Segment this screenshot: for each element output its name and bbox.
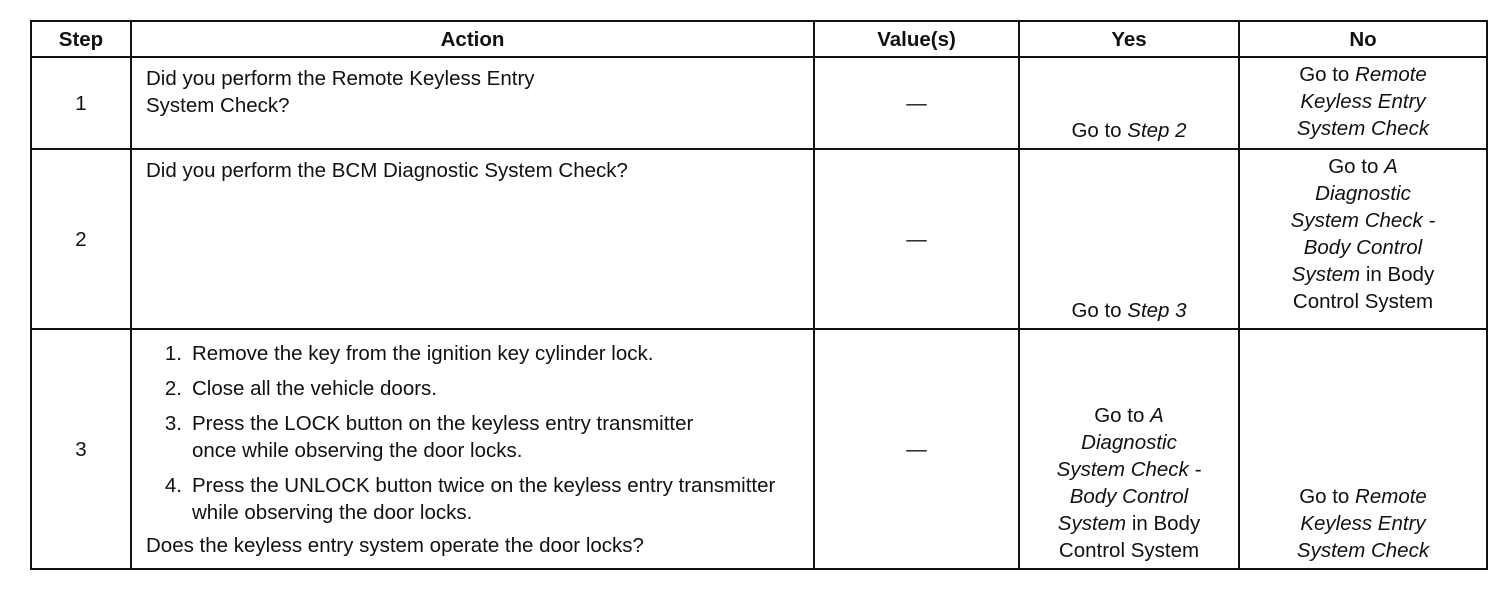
item-text: Press the UNLOCK button twice on the key… xyxy=(192,474,776,524)
yes-link: Step 3 xyxy=(1127,299,1187,322)
no-link: System Check xyxy=(1296,117,1430,140)
yes-cell: Go to Step 2 xyxy=(1018,56,1240,150)
yes-prefix: Go to xyxy=(1071,119,1128,142)
action-steps-list: 1. Remove the key from the ignition key c… xyxy=(146,340,806,526)
yes-link: Diagnostic xyxy=(1081,431,1177,454)
item-number: 2. xyxy=(164,377,182,400)
item-text: Close all the vehicle doors. xyxy=(192,377,437,400)
step-number: 1 xyxy=(30,56,132,150)
header-values: Value(s) xyxy=(813,20,1020,58)
value-cell: — xyxy=(813,56,1020,150)
yes-link: Step 2 xyxy=(1127,119,1187,142)
yes-prefix: Go to xyxy=(1071,299,1128,322)
value-cell: — xyxy=(813,328,1020,570)
no-text: Control System xyxy=(1292,290,1434,313)
item-number: 1. xyxy=(164,342,182,365)
item-number: 4. xyxy=(164,474,182,497)
yes-link: Body Control xyxy=(1069,485,1189,508)
list-item: 2. Close all the vehicle doors. xyxy=(146,375,806,402)
table-row: 2 Did you perform the BCM Diagnostic Sys… xyxy=(30,148,1488,330)
item-text: Press the LOCK button on the keyless ent… xyxy=(192,412,694,462)
action-line: System Check? xyxy=(146,94,290,117)
list-item: 1. Remove the key from the ignition key c… xyxy=(146,340,806,367)
no-prefix: Go to xyxy=(1299,63,1356,86)
no-link: System xyxy=(1291,263,1361,286)
value-cell: — xyxy=(813,148,1020,330)
step-number: 2 xyxy=(30,148,132,330)
yes-link: A xyxy=(1150,404,1164,427)
item-number: 3. xyxy=(164,412,182,435)
header-step: Step xyxy=(30,20,132,58)
diagnostic-table: Step Action Value(s) Yes No 1 Did you pe… xyxy=(30,20,1488,570)
yes-cell: Go to Step 3 xyxy=(1018,148,1240,330)
no-link: Remote xyxy=(1355,485,1427,508)
header-yes: Yes xyxy=(1018,20,1240,58)
action-question: Does the keyless entry system operate th… xyxy=(146,534,644,557)
no-text: in Body xyxy=(1360,263,1435,286)
action-line: Did you perform the BCM Diagnostic Syste… xyxy=(146,159,628,182)
yes-text: in Body xyxy=(1126,512,1201,535)
yes-text: Control System xyxy=(1058,539,1200,562)
step-number: 3 xyxy=(30,328,132,570)
table-row: 3 1. Remove the key from the ignition key… xyxy=(30,328,1488,570)
no-prefix: Go to xyxy=(1328,155,1385,178)
yes-link: System Check - xyxy=(1056,458,1202,481)
no-link: Keyless Entry xyxy=(1300,90,1426,113)
header-row: Step Action Value(s) Yes No xyxy=(30,20,1488,58)
no-prefix: Go to xyxy=(1299,485,1356,508)
item-text: Remove the key from the ignition key cyl… xyxy=(192,342,654,365)
no-link: Keyless Entry xyxy=(1300,512,1426,535)
header-no: No xyxy=(1238,20,1488,58)
no-link: System Check - xyxy=(1290,209,1436,232)
no-link: System Check xyxy=(1296,539,1430,562)
no-link: A xyxy=(1384,155,1398,178)
list-item: 3. Press the LOCK button on the keyless e… xyxy=(146,410,806,464)
action-cell: Did you perform the BCM Diagnostic Syste… xyxy=(130,148,815,330)
list-item: 4. Press the UNLOCK button twice on the k… xyxy=(146,472,806,526)
no-link: Body Control xyxy=(1303,236,1423,259)
table-row: 1 Did you perform the Remote Keyless Ent… xyxy=(30,56,1488,150)
action-cell: Did you perform the Remote Keyless Entry… xyxy=(130,56,815,150)
yes-prefix: Go to xyxy=(1094,404,1151,427)
no-link: Remote xyxy=(1355,63,1427,86)
action-cell: 1. Remove the key from the ignition key c… xyxy=(130,328,815,570)
header-action: Action xyxy=(130,20,815,58)
yes-link: System xyxy=(1057,512,1127,535)
action-line: Did you perform the Remote Keyless Entry xyxy=(146,67,535,90)
no-link: Diagnostic xyxy=(1315,182,1411,205)
